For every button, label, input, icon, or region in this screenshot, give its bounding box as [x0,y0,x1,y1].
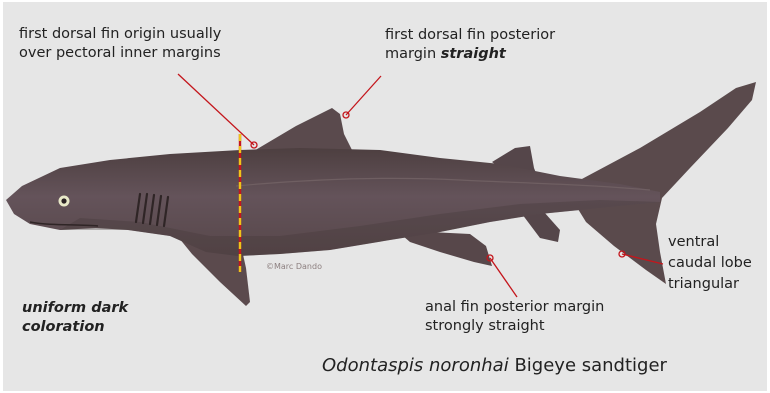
label-emphasis: straight [441,46,506,62]
label-line: over pectoral inner margins [19,44,221,63]
species-caption: Odontaspis noronhai Bigeye sandtiger [322,355,667,376]
artist-credit: ©Marc Dando [266,262,322,271]
label-line: margin straight [385,45,555,64]
label-line: uniform dark [22,299,128,318]
eye-pupil [61,198,66,203]
label-line: anal fin posterior margin [425,298,604,317]
common-name: Bigeye sandtiger [514,355,667,376]
label-ventral-caudal: ventral caudal lobe triangular [668,232,752,295]
label-dorsal-posterior: first dorsal fin posterior margin straig… [385,26,555,64]
label-line: triangular [668,274,752,295]
label-line: first dorsal fin posterior [385,26,555,45]
label-coloration: uniform dark coloration [22,299,128,337]
leader-anal-fin [490,258,517,297]
label-text: margin [385,46,436,62]
label-line: coloration [22,318,128,337]
label-line: ventral [668,232,752,253]
anal-fin [522,212,560,242]
label-line: first dorsal fin origin usually [19,25,221,44]
leader-dorsal-origin [178,74,254,145]
label-dorsal-origin: first dorsal fin origin usually over pec… [19,25,221,63]
scientific-name: Odontaspis noronhai [322,355,509,376]
leader-dorsal-posterior [346,76,381,115]
label-line: strongly straight [425,317,604,336]
label-anal-fin: anal fin posterior margin strongly strai… [425,298,604,336]
label-line: caudal lobe [668,253,752,274]
